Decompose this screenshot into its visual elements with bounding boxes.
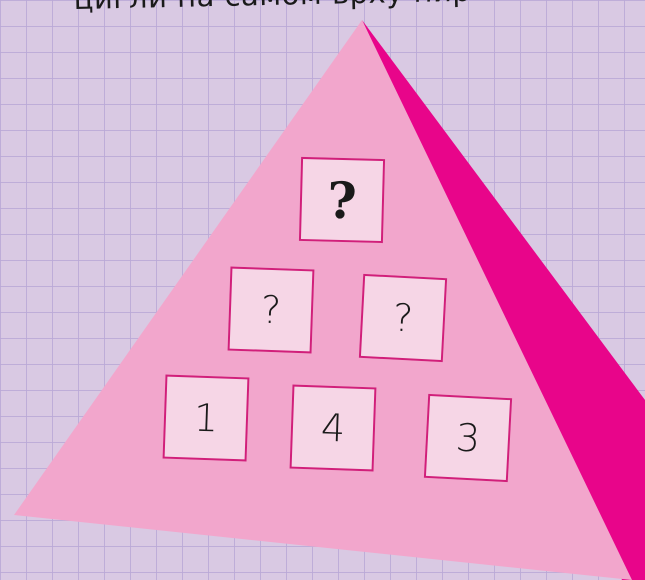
brick-bottom-left: 1 xyxy=(163,375,250,462)
brick-bottom-right: 3 xyxy=(424,394,512,482)
brick-middle-left: ? xyxy=(228,267,315,354)
brick-middle-right: ? xyxy=(359,274,447,362)
brick-top: ? xyxy=(299,157,385,243)
brick-bottom-middle: 4 xyxy=(290,385,377,472)
